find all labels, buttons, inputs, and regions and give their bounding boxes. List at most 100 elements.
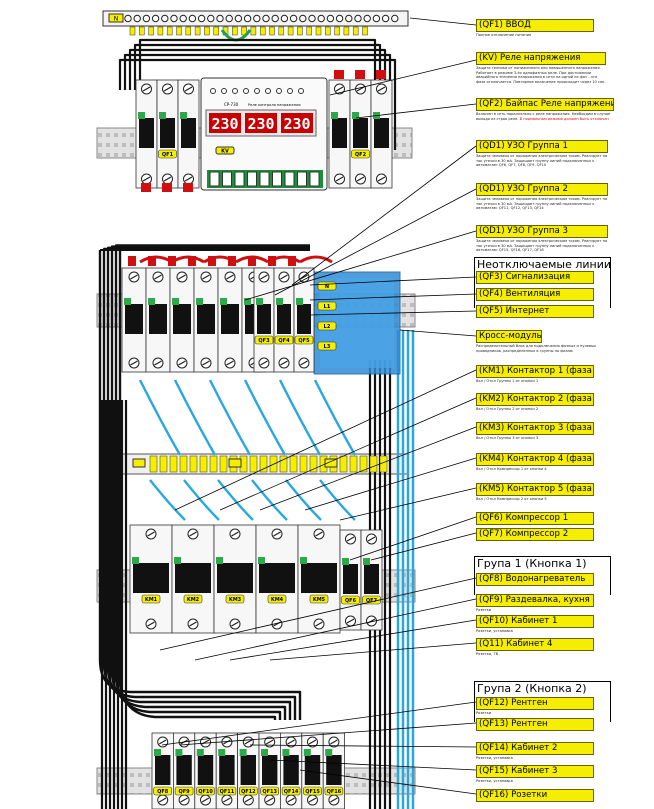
busbar-terminal xyxy=(166,26,173,36)
rcd-pole-handle xyxy=(173,304,191,334)
leader-line xyxy=(291,145,477,286)
kv-display-phase-bg xyxy=(245,113,277,133)
kv-display-phase: 230 xyxy=(283,115,310,133)
kv-terminal xyxy=(284,171,295,187)
breaker-qf16-tag: QF16 xyxy=(327,789,342,795)
breaker-qf16: QF16 xyxy=(322,732,346,809)
label-crossmodule-desc: Распределительный блок для подключения ф… xyxy=(476,344,597,353)
rcd-pole-handle xyxy=(197,304,215,334)
label-qf9-title: (QF9) Раздевалка, кухня xyxy=(476,594,594,607)
label-qf10: (QF10) Кабинет 1 Розетки, установка xyxy=(476,615,594,634)
busbar-terminal xyxy=(176,26,182,36)
kv-terminal-screw xyxy=(243,88,249,94)
leader-line xyxy=(249,744,477,748)
busbar-screw xyxy=(372,14,381,23)
leader-line xyxy=(339,487,477,521)
busbar-screw xyxy=(280,14,289,23)
crossmodule-tag: L3 xyxy=(324,344,331,350)
label-qf10-title: (QF10) Кабинет 1 xyxy=(476,615,594,628)
busbar-terminal xyxy=(139,26,145,36)
terminal-strip-block xyxy=(189,455,198,473)
breaker-qf2-pole: QF2 xyxy=(349,79,372,189)
busbar-screw xyxy=(271,14,279,23)
crossmodule-tag-bg xyxy=(317,301,337,311)
kv-terminal xyxy=(309,171,320,187)
breaker-qf16-tag-bg xyxy=(324,786,344,796)
breaker-qf10-tag-bg xyxy=(196,786,215,796)
busbar-terminal xyxy=(362,26,368,36)
label-qd1-g2: (QD1) УЗО Группа 2 Защита человека от по… xyxy=(476,183,608,211)
terminal-strip-block xyxy=(339,455,348,473)
busbar-screw xyxy=(381,14,390,23)
breaker-qf8-tag-bg xyxy=(153,786,172,796)
label-qd1-g3: (QD1) УЗО Группа 3 Защита человека от по… xyxy=(476,225,608,253)
terminal-red xyxy=(288,256,296,266)
kv-tag: KV xyxy=(221,149,229,155)
terminal-strip-block xyxy=(249,455,258,473)
label-qf12: (QF12) Рентген Розетки xyxy=(476,697,594,716)
breaker-qf14: QF14 xyxy=(279,732,303,809)
busbar-terminal xyxy=(269,26,275,36)
terminal-red xyxy=(248,256,256,266)
busbar-terminal xyxy=(213,26,219,36)
breaker-qf4: QF4 xyxy=(273,267,295,373)
terminal-red xyxy=(188,256,196,266)
kv-display-phase-bg xyxy=(209,113,241,133)
breaker-qf6-tag: QF6 xyxy=(345,598,357,604)
breaker-qf3: QF3 xyxy=(253,267,275,373)
busbar-terminal xyxy=(287,26,294,36)
leader-line xyxy=(349,516,477,561)
label-qf4-title: (QF4) Вентиляция xyxy=(476,288,594,301)
busbar-tag: N xyxy=(114,16,119,23)
wire-blue-loop xyxy=(217,479,254,521)
breaker-qf1-pole-handle xyxy=(139,118,154,148)
breaker-qf5-handle xyxy=(297,304,311,334)
busbar-screw xyxy=(161,14,169,23)
terminal-strip-block xyxy=(159,455,168,473)
contactor-km1-tag: KM1 xyxy=(145,597,158,603)
busbar-terminal xyxy=(250,26,257,36)
label-qf8: (QF8) Водонагреватель xyxy=(476,573,594,586)
terminal-red xyxy=(183,183,193,192)
busbar-terminal xyxy=(157,26,164,36)
terminal-strip-block xyxy=(209,455,218,473)
breaker-qf13-tag-bg xyxy=(260,786,280,796)
leader-line xyxy=(244,230,477,301)
label-qf6: (QF6) Компрессор 1 xyxy=(476,512,594,525)
busbar-screw xyxy=(391,14,399,23)
terminal-red xyxy=(168,256,176,266)
label-qf16: (QF16) Розетки xyxy=(476,789,594,802)
kv-display-phase-bg xyxy=(281,113,313,133)
kv-terminal xyxy=(234,171,245,187)
label-km4-desc: Вкл / Откл Компрессор 1 от кнопки 4 xyxy=(476,467,547,471)
contactor-km3-tag: KM3 xyxy=(229,597,242,603)
breaker-qf15-tag-bg xyxy=(303,786,322,796)
label-qf5: (QF5) Интернет xyxy=(476,305,594,318)
breaker-qf13-tag: QF13 xyxy=(262,789,277,795)
busbar-screw xyxy=(363,14,371,23)
breaker-qf1-pole-tag: QF1 xyxy=(162,152,174,158)
breaker-qf9-tag: QF9 xyxy=(179,789,191,795)
breaker-qf1-pole-handle xyxy=(160,118,175,148)
breaker-qf15-handle xyxy=(304,755,321,785)
label-qf16-title: (QF16) Розетки xyxy=(476,789,594,802)
terminal-red xyxy=(355,70,365,79)
wire-blue-loop xyxy=(208,379,252,456)
label-qf2-desc: Включен в сеть параллельно с реле напряж… xyxy=(476,112,611,121)
heading-group2: Група 2 (Кнопка 2) xyxy=(477,682,587,695)
kv-device-title: Реле контроля напряжения xyxy=(248,103,301,107)
busbar-screw xyxy=(335,14,344,23)
leader-line xyxy=(229,619,477,661)
wire-mid xyxy=(111,245,310,250)
breaker-qf16-handle xyxy=(326,755,342,785)
leader-line xyxy=(299,769,477,795)
busbar-terminal xyxy=(352,26,359,36)
breaker-qf6-handle xyxy=(343,564,358,594)
busbar-screw xyxy=(225,14,233,23)
busbar-terminal xyxy=(232,26,238,36)
label-km5-desc: Вкл / Откл Компрессор 2 от кнопки 5 xyxy=(476,497,547,501)
contactor-km5-tag-bg xyxy=(309,594,329,604)
busbar-screw xyxy=(207,14,215,23)
label-qf10-desc: Розетки, установка xyxy=(476,629,513,633)
